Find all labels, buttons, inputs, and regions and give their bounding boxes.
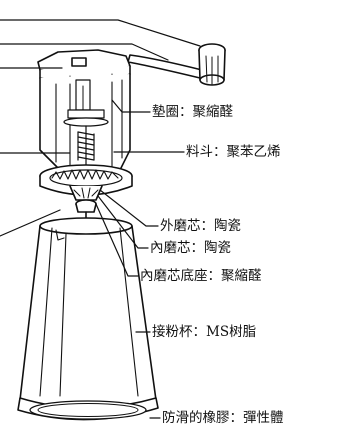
label-nonslip-ring: 防滑的橡膠：彈性體 [162,410,284,426]
label-inner-burr-base: 內磨芯底座：聚縮醛 [140,268,262,284]
label-gasket: 墊圈：聚縮醛 [152,104,233,120]
label-inner-burr: 內磨芯：陶瓷 [150,240,231,256]
leader-lines [0,19,201,419]
label-catch-cup: 接粉杯：MS树脂 [152,324,257,340]
burr-assembly [39,164,133,219]
rubber-base [17,397,159,421]
catch-cup [19,217,157,401]
hopper-body [39,73,131,171]
label-hopper: 料斗：聚苯乙烯 [186,144,281,160]
label-outer-burr: 外磨芯：陶瓷 [160,218,241,234]
